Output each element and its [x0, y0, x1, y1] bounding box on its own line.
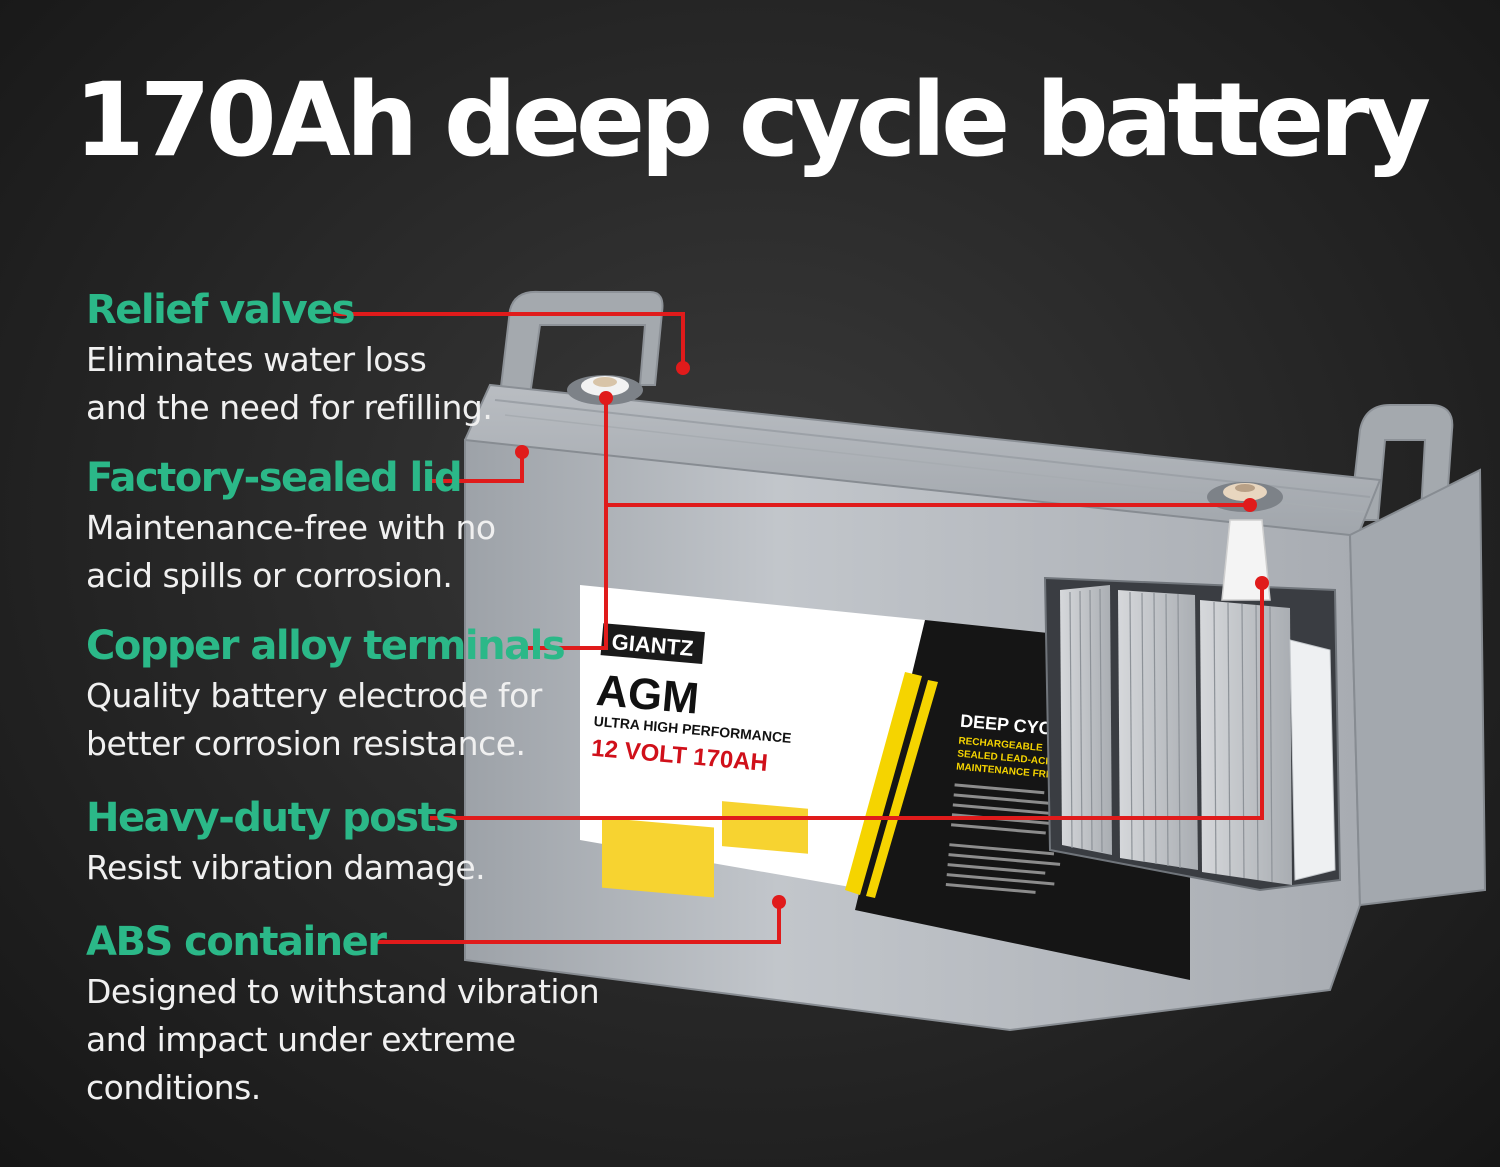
- feature-description: Maintenance-free with no acid spills or …: [86, 508, 496, 595]
- left-handle: [498, 290, 664, 396]
- feature-abs-container: ABS container Designed to withstand vibr…: [86, 922, 666, 1112]
- feature-title: Copper alloy terminals: [86, 623, 566, 669]
- feature-description: Designed to withstand vibration and impa…: [86, 972, 600, 1107]
- feature-factory-sealed-lid: Factory-sealed lid Maintenance-free with…: [86, 458, 506, 600]
- callout-dot-icon: [515, 361, 1269, 909]
- feature-relief-valves: Relief valves Eliminates water loss and …: [86, 290, 496, 432]
- headline: 170Ah deep cycle battery: [73, 61, 1431, 180]
- feature-title: Relief valves: [86, 287, 356, 333]
- feature-description: Resist vibration damage.: [86, 848, 486, 887]
- label-type: AGM: [594, 666, 701, 724]
- terminal-icon: [567, 375, 643, 405]
- feature-copper-alloy-terminals: Copper alloy terminals Quality battery e…: [86, 623, 566, 768]
- feature-title: Factory-sealed lid: [86, 455, 463, 501]
- feature-description: Quality battery electrode for better cor…: [86, 676, 542, 763]
- feature-title: ABS container: [86, 919, 387, 965]
- feature-heavy-duty-posts: Heavy-duty posts Resist vibration damage…: [86, 798, 546, 892]
- feature-title: Heavy-duty posts: [86, 795, 459, 841]
- cutaway-cells: [1043, 519, 1342, 892]
- battery-label: [580, 585, 925, 900]
- callout-lines: [333, 312, 1264, 944]
- feature-description: Eliminates water loss and the need for r…: [86, 340, 493, 427]
- terminal-icon: [1207, 482, 1283, 512]
